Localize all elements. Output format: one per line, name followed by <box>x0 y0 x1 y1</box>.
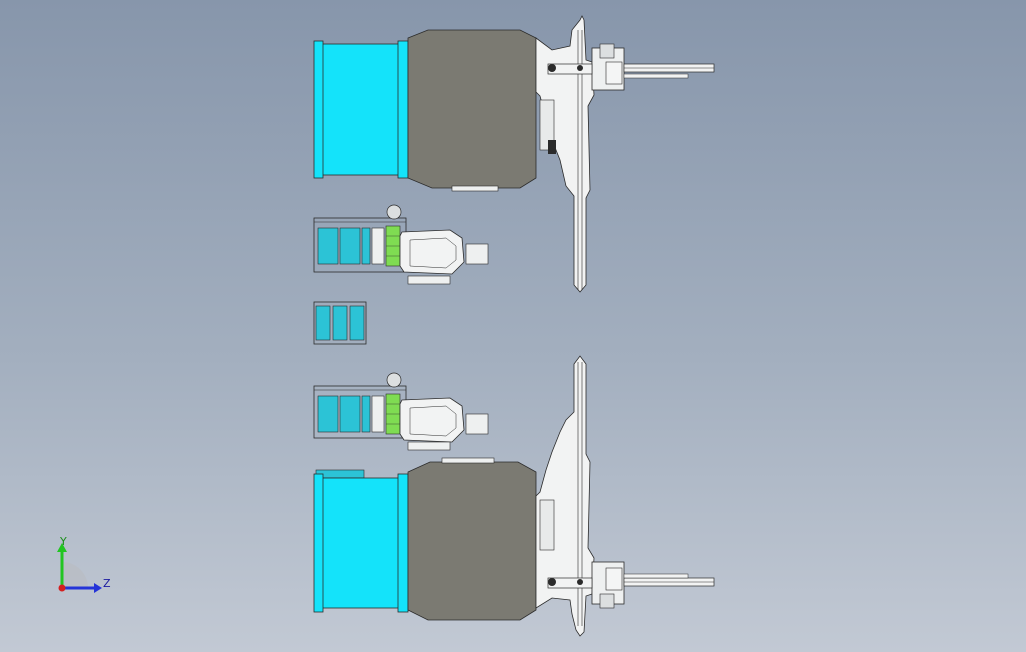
cyan-block-frame <box>313 301 367 345</box>
top-mast-box <box>539 99 555 151</box>
top-machine-mast <box>535 15 595 293</box>
bottom-mast-box <box>539 499 555 551</box>
sub1-motor <box>465 243 489 265</box>
axis-z-label: Z <box>103 577 111 590</box>
bottom-gripper-block <box>599 593 615 609</box>
triad-y-arrow <box>57 543 67 552</box>
loose-cyan-block[interactable] <box>313 301 367 345</box>
bottom-arm-bracket <box>547 577 593 589</box>
cyan-block-3 <box>349 305 365 341</box>
axis-triad-icon: Y Z <box>57 535 111 593</box>
sub2-seat-body <box>399 397 465 443</box>
middle-subassembly-2[interactable] <box>313 372 489 451</box>
top-gripper-plate <box>605 61 623 85</box>
top-arm-lower <box>623 73 689 79</box>
sub1-bottom-wheels <box>407 275 451 285</box>
triad-z-arrow <box>94 583 102 593</box>
sub1-top-knob <box>386 204 402 220</box>
top-drum-foot <box>451 185 499 192</box>
bottom-arm-knob <box>548 578 556 586</box>
bottom-machine-mast <box>535 355 595 637</box>
triad-arc <box>62 562 88 588</box>
top-gripper-block <box>599 43 615 59</box>
bottom-cyan-cylinder <box>317 477 403 609</box>
sub2-bottom-wheels <box>407 441 451 451</box>
top-arm-knob-2 <box>577 65 583 71</box>
sub2-panel <box>371 395 385 433</box>
sub1-module-1 <box>317 227 339 265</box>
bottom-arm-upper <box>623 573 689 579</box>
sub2-module-1 <box>317 395 339 433</box>
sub2-module-3 <box>361 395 371 433</box>
sub1-seat-contour <box>409 237 457 269</box>
bottom-cyan-flange-left <box>313 473 324 613</box>
sub2-top-knob <box>386 372 402 388</box>
top-arm-bracket <box>547 63 593 75</box>
sub1-module-2 <box>339 227 361 265</box>
top-arm-knob <box>548 64 556 72</box>
bottom-cyan-flange-right <box>397 473 409 613</box>
middle-subassembly-1[interactable] <box>313 204 489 285</box>
top-cyan-cylinder <box>317 43 403 176</box>
top-assembly[interactable] <box>313 15 715 293</box>
bottom-assembly[interactable] <box>313 355 715 637</box>
top-cyan-flange-right <box>397 40 409 179</box>
sub2-seat-contour <box>409 405 457 437</box>
axis-y-label: Y <box>59 535 67 548</box>
bottom-grey-drum <box>407 461 537 621</box>
sub1-seat-body <box>399 229 465 275</box>
bottom-gripper-plate <box>605 567 623 591</box>
bottom-arm-knob-2 <box>577 579 583 585</box>
top-grey-drum <box>407 29 537 189</box>
sub2-module-2 <box>339 395 361 433</box>
cyan-block-2 <box>332 305 348 341</box>
top-mast-detail <box>548 140 556 154</box>
sub1-panel <box>371 227 385 265</box>
bottom-drum-top-plate <box>441 457 495 464</box>
cyan-block-1 <box>315 305 331 341</box>
top-cyan-flange-left <box>313 40 324 179</box>
sub1-module-3 <box>361 227 371 265</box>
sub2-motor <box>465 413 489 435</box>
triad-origin-dot <box>58 584 66 592</box>
